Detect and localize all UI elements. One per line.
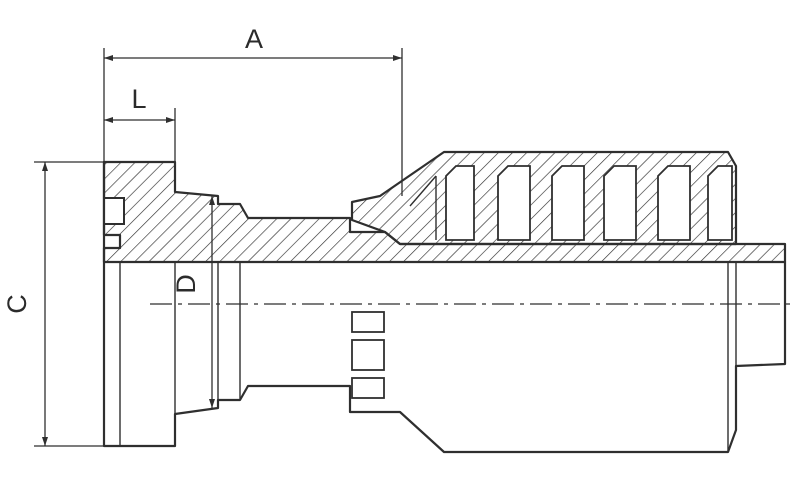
- dimension-d: D: [171, 196, 215, 408]
- dimension-c: C: [2, 161, 104, 447]
- oring-groove: [103, 197, 125, 225]
- dimension-l: L: [104, 84, 176, 162]
- hex-flat-3: [351, 377, 385, 399]
- dimension-l-label: L: [131, 84, 146, 114]
- upper-sectioned-half: [102, 150, 787, 264]
- dimension-c-label: C: [2, 294, 32, 314]
- dimension-a: A: [103, 24, 403, 196]
- ferrule-teeth: [409, 165, 733, 241]
- hex-flat-2: [351, 339, 385, 371]
- dimension-a-label: A: [245, 24, 263, 54]
- dimension-d-label: D: [171, 274, 201, 294]
- lower-outline-half: [102, 160, 787, 454]
- hex-flat-1: [351, 311, 385, 333]
